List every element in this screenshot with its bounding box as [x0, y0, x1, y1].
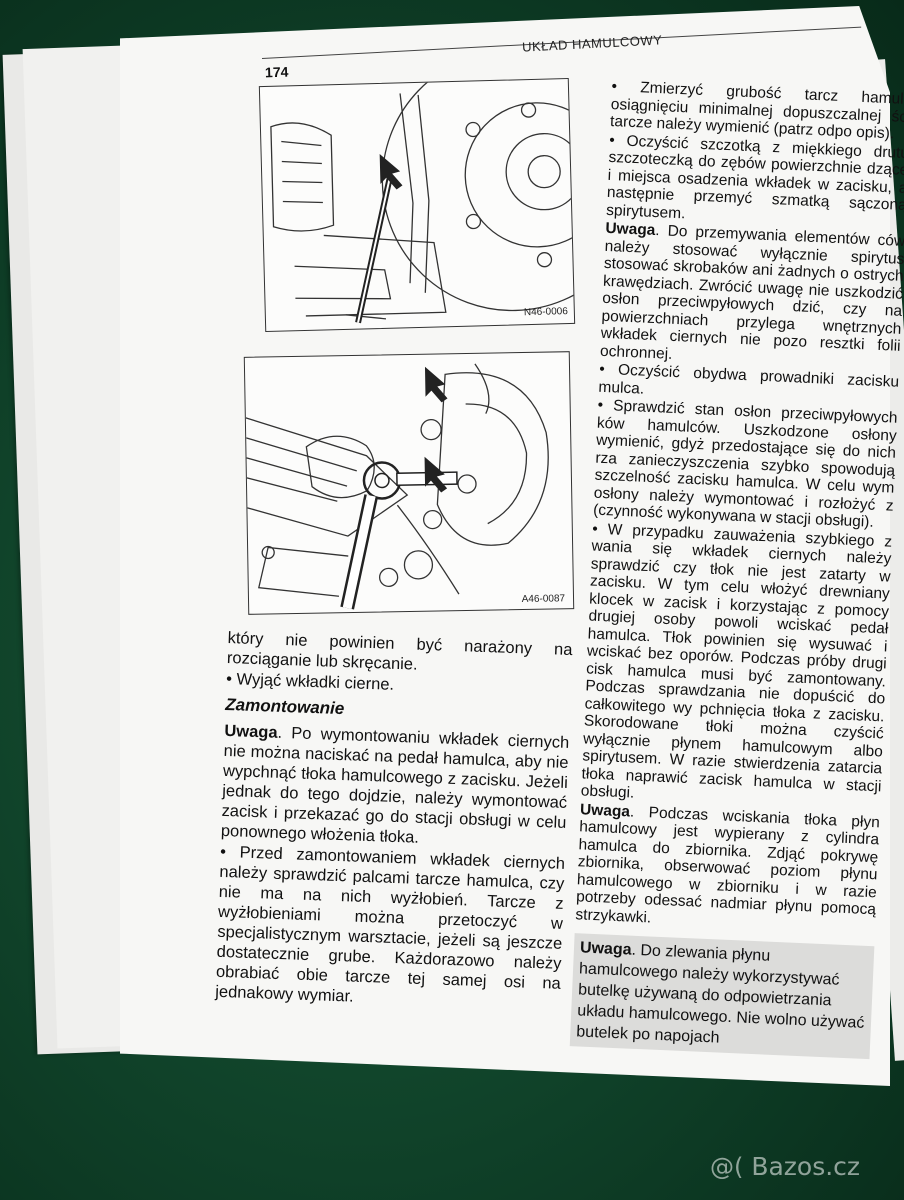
- note-paragraph: Uwaga. Podczas wciskania tłoka płyn hamu…: [575, 801, 880, 936]
- right-text-column: Zmierzyć grubość tarcz hamulc osiągnięci…: [569, 78, 904, 1060]
- note-paragraph: Uwaga. Do przemywania elementów ców nale…: [600, 220, 904, 373]
- bullet-item: Oczyścić szczotką z miękkiego drutu szcz…: [606, 131, 904, 232]
- figure-code: N46-0006: [523, 306, 568, 319]
- brake-disc-illustration: [270, 79, 575, 324]
- note-label: Uwaga: [579, 939, 632, 959]
- highlighted-note-box: Uwaga. Do zlewania płynu hamulcowego nal…: [569, 933, 875, 1060]
- note-text: . Po wymontowaniu wkładek ciernych nie m…: [220, 723, 570, 847]
- note-text: . Podczas wciskania tłoka płyn hamulcowy…: [575, 802, 881, 927]
- watermark-logo-icon: @(: [710, 1153, 744, 1181]
- figure-caliper-ratchet: A46-0087: [243, 351, 575, 615]
- running-head: UKŁAD HAMULCOWY: [521, 32, 663, 55]
- left-text-column: który nie powinien być narażony na rozci…: [215, 628, 573, 1015]
- bullet-item: Sprawdzić stan osłon przeciwpyłowych ków…: [593, 397, 898, 532]
- bullet-item: W przypadku zauważenia szybkiego z wania…: [580, 520, 893, 813]
- figure-brake-disc: N46-0006: [258, 77, 576, 333]
- note-label: Uwaga: [579, 800, 631, 820]
- note-text: . Do przemywania elementów ców należy st…: [599, 222, 904, 363]
- figure-code: A46-0087: [521, 593, 566, 606]
- watermark-text: Bazos.cz: [743, 1152, 861, 1181]
- caliper-illustration: [245, 363, 549, 610]
- bullet-item: Przed zamontowaniem wkładek ciernych nal…: [215, 842, 565, 1014]
- watermark: @( Bazos.cz: [710, 1152, 860, 1181]
- note-label: Uwaga: [224, 721, 278, 742]
- note-label: Uwaga: [605, 219, 656, 240]
- note-paragraph: Uwaga. Po wymontowaniu wkładek ciernych …: [221, 721, 570, 853]
- page-number: 174: [264, 63, 289, 81]
